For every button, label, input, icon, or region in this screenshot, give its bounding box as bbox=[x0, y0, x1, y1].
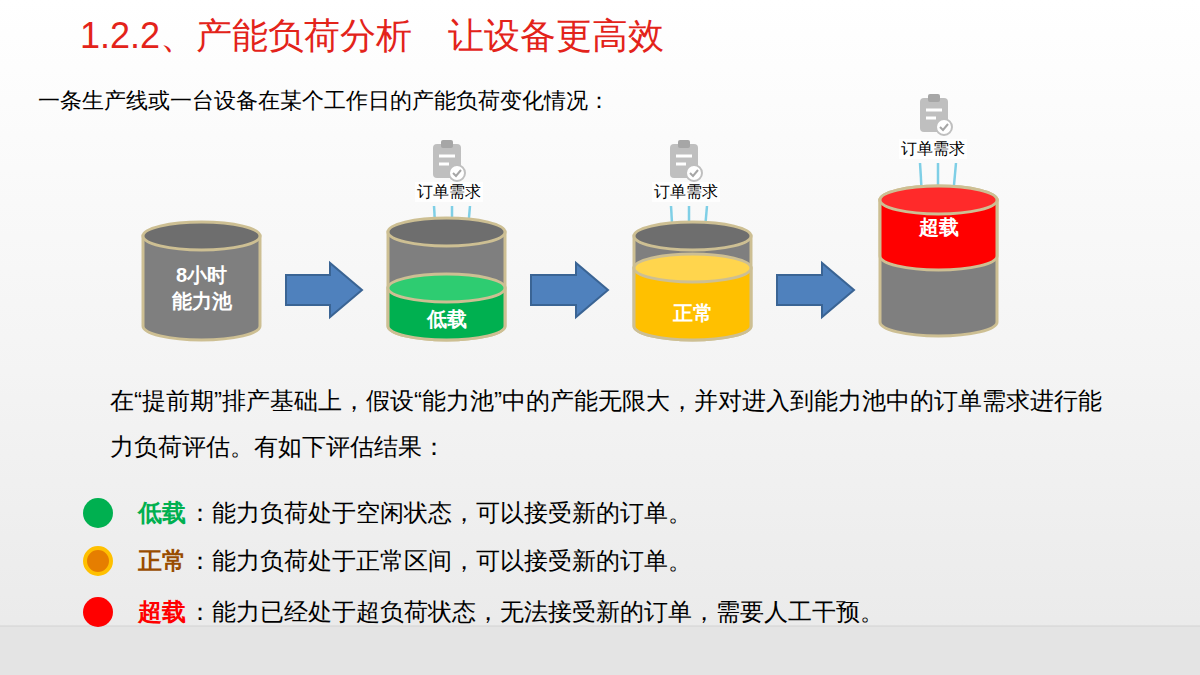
legend-description: ：能力已经处于超负荷状态，无法接受新的订单，需要人工干预。 bbox=[188, 596, 884, 628]
cylinder-body bbox=[388, 232, 505, 340]
flow-arrow bbox=[777, 263, 854, 317]
cylinder-label: 超载 bbox=[889, 214, 989, 240]
legend-swatch-frame bbox=[80, 495, 116, 531]
order-demand-label: 订单需求 bbox=[415, 182, 483, 202]
cylinder-body bbox=[880, 200, 997, 336]
legend-swatch bbox=[83, 597, 113, 627]
capacity-cylinder: 超载 bbox=[880, 186, 997, 336]
order-icon bbox=[670, 140, 702, 181]
cylinder-top bbox=[634, 222, 751, 250]
cylinder-body bbox=[634, 236, 751, 340]
cylinder-body bbox=[143, 236, 260, 340]
cylinder-top bbox=[388, 274, 505, 302]
flow-arrow bbox=[531, 263, 608, 317]
legend-label: 正常 bbox=[138, 545, 186, 577]
slide-title: 1.2.2、产能负荷分析 让设备更高效 bbox=[80, 12, 664, 60]
legend-label: 超载 bbox=[138, 596, 186, 628]
flow-arrow bbox=[286, 263, 362, 317]
cylinder-outline bbox=[880, 186, 997, 336]
explanation-text: 在“提前期”排产基础上，假设“能力池”中的产能无限大，并对进入到能力池中的订单需… bbox=[110, 378, 1120, 470]
order-demand-label: 订单需求 bbox=[652, 182, 720, 202]
legend-swatch-frame bbox=[80, 594, 116, 630]
cylinder-top bbox=[143, 222, 260, 250]
order-icon bbox=[433, 140, 465, 181]
cylinder-label: 8小时 能力池 bbox=[166, 262, 238, 314]
capacity-cylinder: 8小时 能力池 bbox=[143, 222, 260, 340]
bottom-rule bbox=[0, 626, 1200, 627]
legend-description: ：能力负荷处于空闲状态，可以接受新的订单。 bbox=[188, 497, 692, 529]
cylinder-top bbox=[880, 186, 997, 214]
cylinder-top bbox=[634, 254, 751, 282]
legend-swatch-frame bbox=[80, 543, 116, 579]
cylinder-top bbox=[880, 186, 997, 214]
bottom-band bbox=[0, 626, 1200, 675]
cylinder-label: 正常 bbox=[643, 300, 743, 326]
legend-swatch bbox=[83, 498, 113, 528]
cylinder-top bbox=[388, 218, 505, 246]
legend-label: 低载 bbox=[138, 497, 186, 529]
capacity-cylinder: 低载 bbox=[388, 218, 505, 340]
order-icon bbox=[920, 94, 952, 135]
subtitle: 一条生产线或一台设备在某个工作日的产能负荷变化情况： bbox=[38, 88, 610, 114]
order-demand-label: 订单需求 bbox=[899, 139, 967, 159]
legend-swatch bbox=[85, 548, 111, 574]
cylinder-label: 低载 bbox=[397, 306, 497, 332]
legend-description: ：能力负荷处于正常区间，可以接受新的订单。 bbox=[188, 545, 692, 577]
capacity-cylinder: 正常 bbox=[634, 222, 751, 340]
